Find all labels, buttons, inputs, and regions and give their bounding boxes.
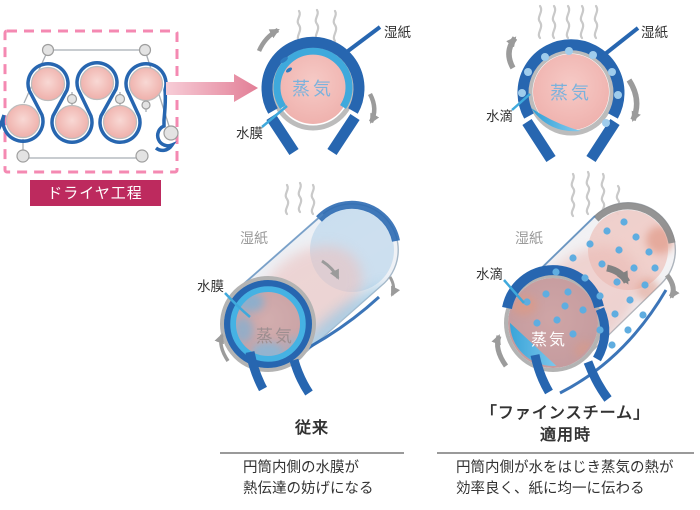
water-film-ring [273,47,353,109]
flow-arrow-mid [321,259,340,280]
steam-label: 蒸気 [256,327,294,346]
water-droplets [523,218,659,349]
steam-core [277,52,349,124]
rotation-arrow-up [491,334,509,368]
wet-paper-band [517,39,625,119]
wet-paper-band-right [592,307,610,362]
steam-label: 蒸気 [550,83,592,103]
guide-rollers [16,43,179,163]
front-face [508,278,598,368]
water-droplet-label: 水滴 [476,266,503,282]
wet-paper-label: 湿紙 [515,230,543,246]
steam-wisps [284,181,316,216]
band-leg-right [327,113,360,156]
body-top-edge [238,213,324,289]
process-label: ドライヤ工程 [47,185,143,202]
band-leg-right [586,119,620,162]
shell-rim [220,276,316,372]
caption-line: 円筒内側の水膜が [243,460,359,476]
wet-paper-label: 湿紙 [641,25,669,40]
rotation-arrow-down [388,276,401,297]
rotation-arrow-up [214,333,230,362]
dashed-highlight-border [3,29,179,174]
paper-web-path [0,61,177,153]
steam-label: 蒸気 [531,331,567,349]
condensate-droplet [285,67,293,73]
caption-body-fine-steam: 円筒内側が水をはじき蒸気の熱が 効率良く、紙に均一に伝わる [456,458,700,500]
dryer-cylinders [5,65,164,140]
caption-line: 円筒内側が水をはじき蒸気の熱が [456,460,674,476]
band-leg-left [245,351,267,392]
steam-wisps [296,8,338,43]
band-leg-left [530,354,553,395]
water-droplet-pointer [503,279,525,304]
steam-core [533,54,609,130]
water-film-ring [230,286,306,362]
wet-paper-pointer [598,26,640,60]
band-leg-left [266,113,299,156]
wet-paper-band [261,36,365,114]
caption-body-conventional: 円筒内側の水膜が 熱伝達の妨げになる [243,458,413,500]
steam-wisps [537,4,599,40]
rotation-arrow-up [506,36,518,70]
band-leg-right [583,360,612,402]
wet-paper-label: 湿紙 [240,230,268,246]
dryer-section-schematic: ドライヤ工程 [0,29,258,206]
wet-paper-ring [223,279,313,369]
water-film-pointer [261,105,288,128]
caption-title-conventional: 従来 [294,420,329,437]
caption-divider-right [437,452,694,454]
cylinder-diagram-conventional: 蒸気 湿紙 水膜 [197,181,401,396]
water-droplet-label: 水滴 [486,108,513,124]
water-pool [531,108,581,132]
process-label-box [30,180,161,206]
flow-arrow-mid [606,264,631,285]
zoom-callout-arrow [166,74,258,102]
caption-line: 熱伝達の妨げになる [243,481,374,497]
back-rim-band [316,200,400,242]
cylinder-diagram-fine-steam: 蒸気 湿紙 水滴 [476,170,680,402]
water-film-label: 水膜 [236,126,263,141]
body-bottom-edge [559,289,668,395]
caption-title-fine-steam-line2: 適用時 [539,427,591,444]
rotation-arrow-down [367,92,380,124]
wet-paper-pointer [338,25,382,59]
rotation-arrow-down [626,78,641,122]
circle-diagram-fine-steam: 蒸気 湿紙 水滴 [486,4,669,162]
caption-title-fine-steam-line1: 「ファインスチーム」 [480,405,651,422]
water-film-pointer [224,292,251,318]
band-leg-right [289,358,313,396]
caption-divider-left [220,452,404,454]
rotation-arrow-down [664,273,680,299]
caption-line: 効率良く、紙に均一に伝わる [456,481,645,497]
circle-diagram-conventional: 蒸気 湿紙 水膜 [236,8,411,156]
water-film-label: 水膜 [197,279,224,294]
band-leg-left [522,119,556,162]
wet-paper-label: 湿紙 [384,25,411,40]
steam-label: 蒸気 [292,79,334,99]
condensate-droplet [280,56,288,64]
water-droplets [518,47,622,127]
back-rim-band [593,202,676,244]
water-droplet-pointer [511,93,531,111]
rotation-arrow-up [256,28,280,52]
